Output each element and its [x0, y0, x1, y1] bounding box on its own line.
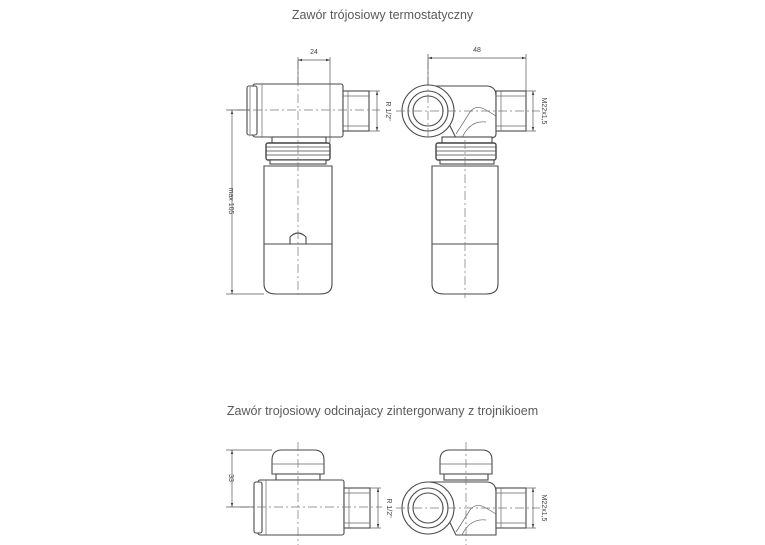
dim-33-label: 33: [227, 474, 234, 482]
dim-m22-bottom-label: M22x1,5: [540, 495, 547, 522]
dim-24-label: 24: [310, 49, 318, 56]
dimension-width-side: 24: [297, 49, 331, 143]
dimension-thread-side: R 1/2": [369, 90, 391, 132]
top-side-view: [236, 60, 380, 298]
dim-m22-label: M22x1,5: [540, 98, 547, 125]
dim-height-label: max 105: [227, 188, 234, 215]
end-cap: [246, 85, 258, 136]
title-thermostatic-valve: Zawór trójosiowy termostatyczny: [291, 8, 474, 22]
bottom-front-view: [396, 442, 540, 545]
thermostat-cap: [431, 243, 499, 295]
dimension-height-bottom: 33: [226, 449, 272, 508]
bottom-side-view: [240, 442, 382, 545]
dim-48-label: 48: [473, 47, 481, 54]
dim-thread-bottom-label: R 1/2": [385, 498, 392, 518]
dimension-thread-side-bottom: R 1/2": [370, 487, 392, 529]
outlet-connector: [342, 90, 370, 132]
dimension-thread-front: M22x1,5: [526, 90, 547, 132]
top-front-view: [396, 60, 540, 298]
knurled-ring: [435, 142, 497, 161]
valve-body: [257, 479, 345, 536]
dimension-width-front: 48: [427, 47, 527, 91]
title-shutoff-valve: Zawór trojosiowy odcinajacy zintergorwan…: [226, 404, 539, 418]
dim-thread-label: R 1/2": [384, 101, 391, 121]
dimension-thread-front-bottom: M22x1,5: [526, 487, 547, 529]
end-cap: [253, 481, 263, 534]
dimension-height: max 105: [226, 109, 264, 295]
outlet-connector: [343, 487, 371, 529]
